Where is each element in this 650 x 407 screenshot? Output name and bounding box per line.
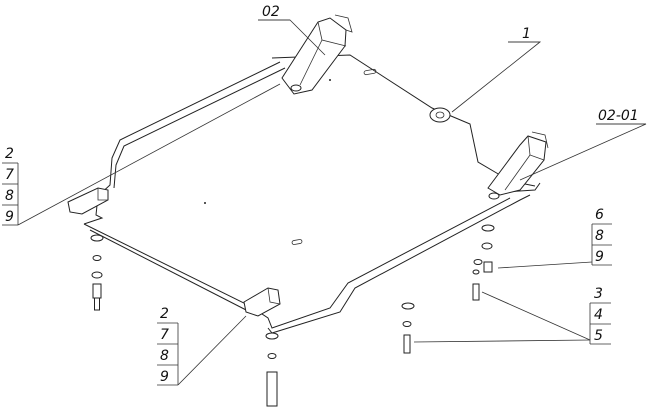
fastener-group-right-top [472, 224, 495, 275]
right-top-stack-item: 8 [595, 228, 604, 244]
callout-stack-right-bottom: 3 4 5 [589, 286, 611, 345]
callout-02: 02 [262, 4, 280, 20]
callout-02-01: 02-01 [598, 108, 639, 124]
bottom-stack-item: 7 [160, 327, 169, 343]
label-02: 02 [262, 4, 280, 20]
right-top-stack-item: 6 [595, 207, 604, 223]
label-02-01: 02-01 [598, 108, 639, 124]
fastener-group-bottom [265, 332, 279, 407]
callout-stack-right-top: 6 8 9 [591, 207, 612, 266]
callout-stack-bottom: 2 7 8 9 [157, 306, 179, 386]
right-top-stack-item: 9 [595, 249, 604, 265]
fastener-group-right-bottom [401, 283, 480, 354]
right-bottom-stack-item: 5 [594, 328, 603, 344]
left-stack-item: 8 [5, 188, 14, 204]
leader-lines [17, 19, 647, 386]
bottom-stack-item: 9 [160, 369, 169, 385]
bracket-left-front [67, 187, 109, 215]
callout-stack-left: 2 7 8 9 [2, 146, 19, 226]
bracket-02 [281, 14, 353, 95]
callout-1: 1 [522, 26, 531, 42]
fastener-group-left [90, 234, 104, 311]
label-1: 1 [522, 26, 531, 42]
left-stack-item: 2 [5, 146, 14, 162]
bottom-stack-item: 2 [160, 306, 169, 322]
left-stack-item: 7 [5, 167, 14, 183]
bottom-stack-item: 8 [160, 348, 169, 364]
left-stack-item: 9 [5, 209, 14, 225]
bracket-02-01 [487, 131, 549, 200]
bracket-bottom-front [243, 287, 281, 317]
right-bottom-stack-item: 4 [594, 307, 603, 323]
right-bottom-stack-item: 3 [594, 286, 603, 302]
